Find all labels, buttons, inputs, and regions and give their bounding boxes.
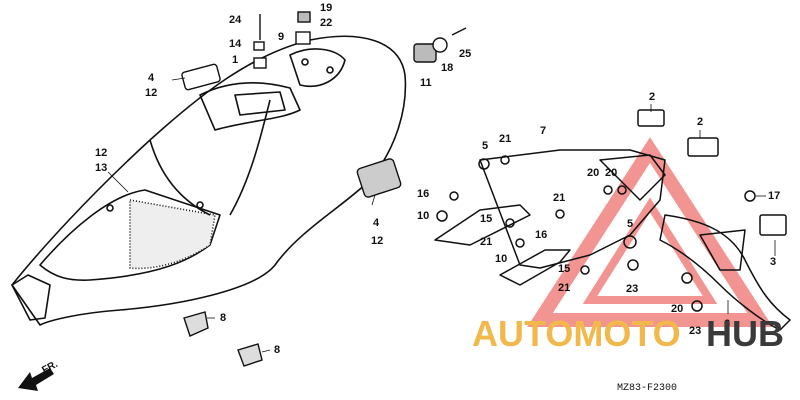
callout-21-center: 21 bbox=[553, 192, 566, 204]
callout-4-lower: 4 bbox=[373, 217, 380, 229]
callout-24: 24 bbox=[229, 14, 242, 26]
callout-2-right: 2 bbox=[697, 116, 704, 128]
callout-21-mid: 21 bbox=[480, 236, 493, 248]
callout-21-top: 21 bbox=[499, 133, 512, 145]
rear-fender-assembly bbox=[434, 109, 791, 331]
callout-12-upper: 12 bbox=[145, 87, 158, 99]
callout-1: 1 bbox=[232, 54, 239, 66]
callout-20-b: 20 bbox=[605, 167, 618, 179]
callout-12-lower: 12 bbox=[371, 235, 384, 247]
callout-25: 25 bbox=[459, 48, 472, 60]
callout-23-lower: 23 bbox=[689, 325, 702, 337]
callout-6: 6 bbox=[724, 318, 731, 330]
callout-14: 14 bbox=[229, 38, 242, 50]
callout-18: 18 bbox=[441, 62, 454, 74]
callout-2-upper: 2 bbox=[649, 91, 656, 103]
callout-9: 9 bbox=[278, 31, 285, 43]
callout-16-lower: 16 bbox=[535, 229, 548, 241]
callout-21-lower: 21 bbox=[558, 282, 571, 294]
callout-10-lower: 10 bbox=[495, 253, 508, 265]
callout-17: 17 bbox=[768, 190, 781, 202]
watermark-logo bbox=[527, 137, 773, 327]
callout-22: 22 bbox=[320, 17, 333, 29]
callout-13: 13 bbox=[95, 162, 108, 174]
callout-16-upper: 16 bbox=[417, 188, 430, 200]
front-direction-arrow bbox=[18, 368, 54, 391]
callout-10-upper: 10 bbox=[417, 210, 430, 222]
callout-3: 3 bbox=[770, 256, 777, 268]
callout-5-right: 5 bbox=[627, 218, 634, 230]
callout-15-upper: 15 bbox=[480, 213, 493, 225]
callout-12-left: 12 bbox=[95, 147, 108, 159]
small-parts bbox=[181, 11, 467, 367]
callout-19: 19 bbox=[320, 2, 333, 14]
callout-4-upper: 4 bbox=[148, 72, 155, 84]
callout-23-upper: 23 bbox=[626, 283, 639, 295]
callout-15-lower: 15 bbox=[558, 263, 571, 275]
rear-cowl bbox=[11, 35, 407, 326]
watermark-text-hub: HUB bbox=[706, 313, 784, 354]
callout-7: 7 bbox=[540, 125, 547, 137]
callout-8-lower: 8 bbox=[274, 344, 281, 356]
callout-8-upper: 8 bbox=[220, 312, 227, 324]
callout-11: 11 bbox=[420, 77, 432, 89]
callout-20-a: 20 bbox=[587, 167, 600, 179]
callout-5-left: 5 bbox=[482, 140, 489, 152]
watermark-text-automoto: AUTOMOTO bbox=[472, 313, 681, 354]
diagram-code: MZ83-F2300 bbox=[617, 383, 678, 394]
callout-20-lower: 20 bbox=[671, 303, 684, 315]
leader-lines bbox=[107, 77, 776, 353]
